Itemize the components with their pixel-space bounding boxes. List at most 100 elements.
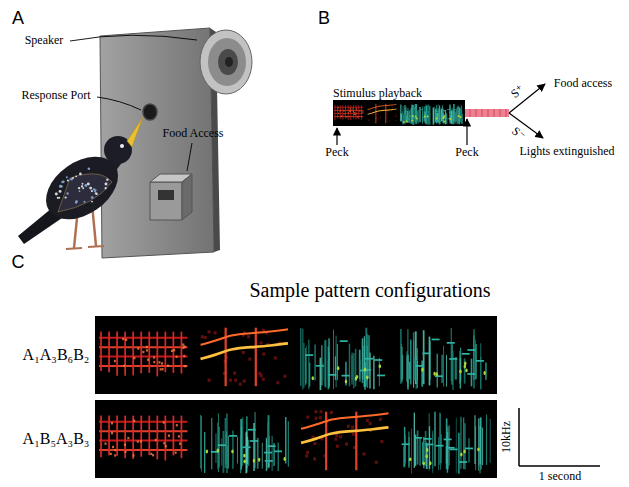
outcome-arrow — [509, 113, 543, 138]
scale-bar-horizontal — [519, 465, 600, 467]
harmonic-dash — [450, 449, 458, 451]
click-line — [246, 416, 247, 472]
click-line — [443, 109, 444, 124]
click-line — [429, 106, 431, 125]
energy-patch — [214, 331, 217, 334]
click-line — [412, 105, 413, 121]
energy-spot — [429, 461, 431, 465]
harmonic-dash — [342, 375, 350, 377]
note-tick — [116, 332, 118, 376]
panel-letter: A — [12, 8, 24, 29]
response-port — [143, 104, 157, 120]
bird-speckles — [55, 168, 109, 204]
energy-patch — [395, 114, 396, 115]
energy-patch — [274, 356, 277, 359]
pitch-trace — [201, 329, 288, 345]
click-line — [415, 434, 416, 466]
harmonic-dash — [425, 444, 433, 446]
bird-speck — [91, 201, 93, 203]
harmonic-dash — [402, 443, 410, 445]
energy-patch — [315, 417, 318, 420]
energy-patch — [354, 112, 355, 113]
energy-patch — [319, 416, 322, 419]
click-line — [278, 442, 279, 470]
energy-spot — [458, 115, 460, 117]
energy-patch — [357, 117, 358, 118]
click-line — [405, 435, 406, 464]
bird-speck — [105, 183, 108, 186]
bird-speck — [72, 177, 74, 179]
harmonic-dash — [264, 452, 272, 454]
starling-illustration — [18, 117, 143, 249]
note-tick — [385, 104, 386, 124]
energy-patch — [314, 410, 317, 413]
click-line — [432, 431, 433, 473]
click-line — [460, 417, 461, 469]
harmonic-dash — [447, 342, 455, 344]
note-tick — [173, 332, 175, 373]
energy-patch — [379, 105, 380, 106]
energy-patch — [122, 338, 124, 340]
note-tick — [353, 105, 354, 118]
click-line — [460, 108, 461, 121]
click-line — [432, 433, 433, 468]
bird-speck — [83, 201, 85, 203]
scale-bar — [519, 408, 600, 466]
energy-patch — [124, 451, 126, 453]
click-line — [433, 110, 434, 123]
harmonic-dash — [447, 109, 450, 110]
click-line — [368, 335, 369, 378]
harmonic-dash — [449, 112, 452, 113]
harmonic-dash — [420, 109, 423, 110]
panel-letter: C — [12, 252, 25, 273]
pattern-spectrogram — [95, 400, 497, 478]
note-tick — [124, 332, 126, 376]
pitch-trace — [301, 427, 388, 443]
click-line — [442, 105, 443, 121]
energy-patch — [348, 112, 349, 113]
outcome-label: Food access — [554, 77, 612, 91]
panel-title: Sample pattern configurations — [249, 279, 490, 302]
energy-patch — [276, 381, 279, 384]
click-line — [427, 105, 428, 123]
click-line — [443, 114, 444, 125]
harmonic-dash — [316, 365, 324, 367]
energy-patch — [208, 379, 211, 382]
click-line — [452, 108, 453, 123]
click-line — [456, 418, 457, 473]
click-line — [474, 415, 475, 464]
energy-spot — [405, 120, 407, 122]
energy-spot — [206, 450, 208, 454]
bird-speck — [79, 173, 82, 176]
energy-spot — [415, 116, 417, 118]
bird-speck — [66, 192, 68, 194]
peck-arrow — [466, 119, 467, 145]
click-line — [407, 108, 408, 123]
click-line — [262, 443, 263, 469]
energy-patch — [389, 121, 390, 122]
harmonic-dash — [328, 374, 336, 376]
click-line — [428, 105, 429, 125]
energy-patch — [283, 375, 286, 378]
click-line — [362, 338, 363, 379]
click-line — [464, 358, 466, 383]
harmonic-dash — [422, 352, 430, 354]
click-line — [451, 111, 453, 124]
click-line — [426, 443, 428, 469]
energy-patch — [377, 119, 378, 120]
click-line — [246, 431, 247, 468]
click-line — [459, 107, 461, 124]
bird-speck — [59, 190, 62, 193]
energy-patch — [160, 368, 162, 370]
energy-patch — [111, 432, 113, 434]
energy-spot — [411, 119, 413, 121]
energy-patch — [140, 440, 142, 442]
click-line — [308, 339, 309, 389]
click-line — [433, 107, 435, 124]
energy-spot — [426, 448, 428, 452]
click-line — [480, 343, 481, 388]
energy-patch — [137, 440, 139, 442]
click-line — [455, 357, 457, 379]
scale-label: 10kHz — [500, 421, 514, 453]
energy-patch — [349, 111, 350, 112]
